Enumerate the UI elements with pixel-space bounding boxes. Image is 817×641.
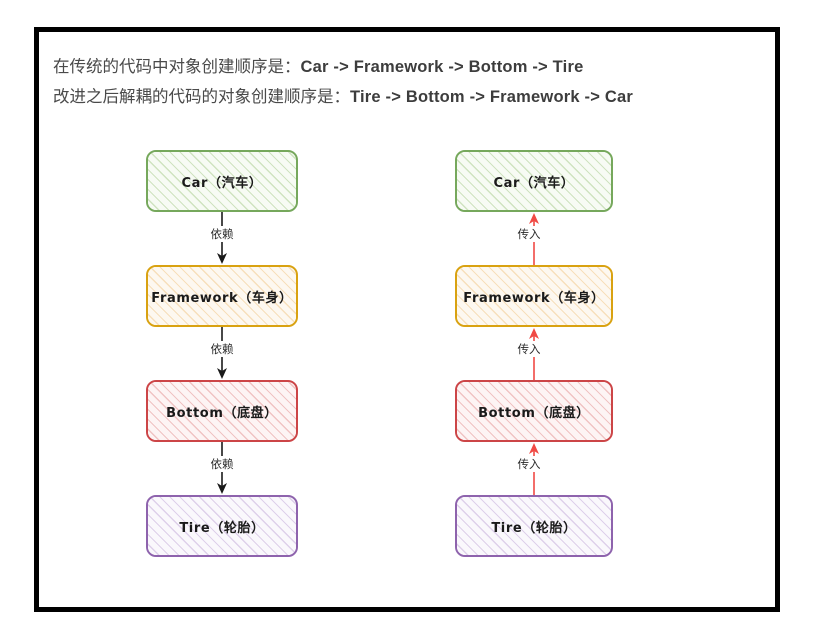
node-bottom-right: Bottom（底盘）: [455, 380, 613, 442]
caption-line-1-sequence: Car -> Framework -> Bottom -> Tire: [300, 58, 584, 76]
node-tire-left: Tire（轮胎）: [146, 495, 298, 557]
edge-framework-to-car-right: 传入: [409, 212, 659, 265]
node-label: Tire（轮胎）: [491, 520, 577, 536]
node-label: Car（汽车）: [493, 175, 575, 191]
node-framework-right: Framework（车身）: [455, 265, 613, 327]
caption-line-1: 在传统的代码中对象创建顺序是：Car -> Framework -> Botto…: [53, 52, 753, 82]
caption-block: 在传统的代码中对象创建顺序是：Car -> Framework -> Botto…: [53, 52, 753, 112]
edge-framework-to-bottom-left: 依赖: [97, 327, 347, 380]
diagram-frame: 在传统的代码中对象创建顺序是：Car -> Framework -> Botto…: [34, 27, 780, 612]
hatch-fill: [457, 267, 611, 325]
edge-label: 依赖: [207, 456, 237, 472]
edge-label: 传入: [514, 341, 544, 357]
hatch-fill: [457, 382, 611, 440]
node-car-right: Car（汽车）: [455, 150, 613, 212]
hatch-fill: [148, 152, 296, 210]
edge-tire-to-bottom-right: 传入: [409, 442, 659, 495]
caption-line-2-lead: 改进之后解耦的代码的对象创建顺序是：: [53, 88, 350, 106]
edge-label: 传入: [514, 456, 544, 472]
decoupled-injection-flow: Car（汽车） 传入 Framework（车身） 传入: [409, 150, 659, 557]
hatch-fill: [148, 382, 296, 440]
hatch-fill: [457, 497, 611, 555]
hatch-fill: [457, 152, 611, 210]
edge-bottom-to-tire-left: 依赖: [97, 442, 347, 495]
edge-label: 依赖: [207, 226, 237, 242]
node-tire-right: Tire（轮胎）: [455, 495, 613, 557]
node-label: Car（汽车）: [181, 175, 263, 191]
hatch-fill: [148, 497, 296, 555]
edge-bottom-to-framework-right: 传入: [409, 327, 659, 380]
node-label: Framework（车身）: [463, 290, 605, 306]
hatch-fill: [148, 267, 296, 325]
node-bottom-left: Bottom（底盘）: [146, 380, 298, 442]
edge-label: 依赖: [207, 341, 237, 357]
caption-line-1-lead: 在传统的代码中对象创建顺序是：: [53, 58, 301, 76]
node-car-left: Car（汽车）: [146, 150, 298, 212]
node-label: Bottom（底盘）: [478, 405, 590, 421]
edge-car-to-framework-left: 依赖: [97, 212, 347, 265]
node-label: Tire（轮胎）: [179, 520, 265, 536]
traditional-coupled-flow: Car（汽车） 依赖 Framework（车身） 依赖: [97, 150, 347, 557]
caption-line-2-sequence: Tire -> Bottom -> Framework -> Car: [350, 88, 633, 106]
node-label: Framework（车身）: [151, 290, 293, 306]
caption-line-2: 改进之后解耦的代码的对象创建顺序是：Tire -> Bottom -> Fram…: [53, 82, 753, 112]
node-label: Bottom（底盘）: [166, 405, 278, 421]
edge-label: 传入: [514, 226, 544, 242]
node-framework-left: Framework（车身）: [146, 265, 298, 327]
